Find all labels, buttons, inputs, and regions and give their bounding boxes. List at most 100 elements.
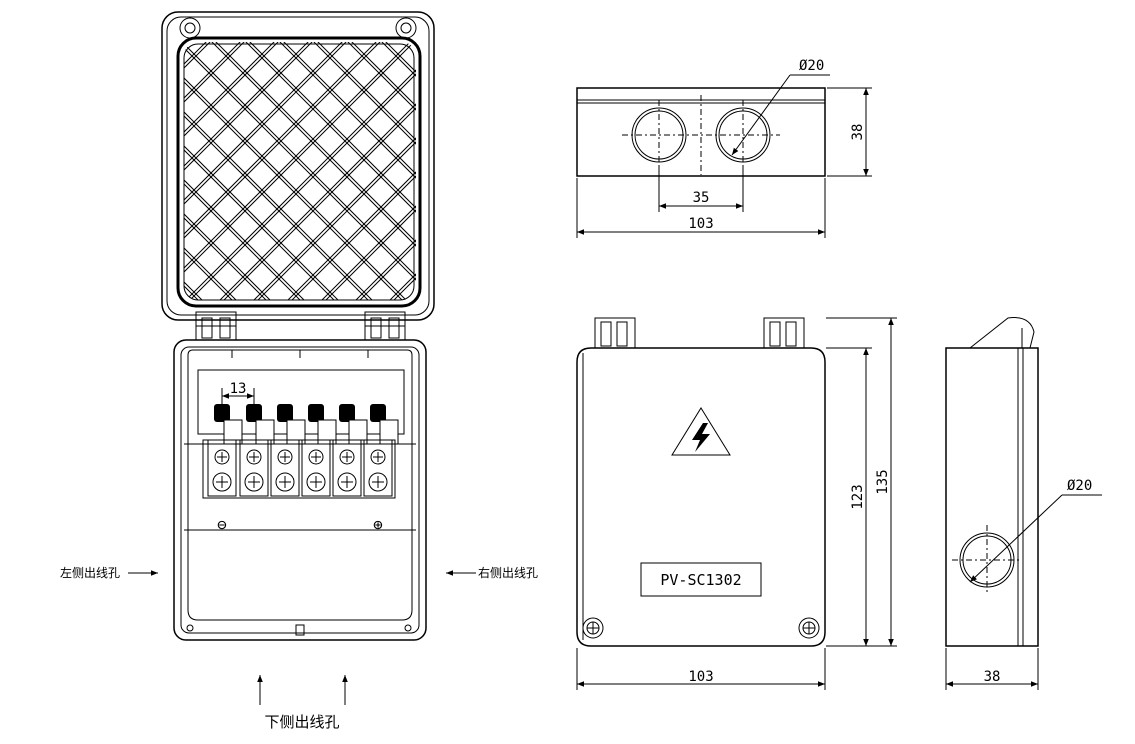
right-outlet-callout: 右侧出线孔 xyxy=(446,565,538,580)
front-inner-height-value: 123 xyxy=(850,484,866,509)
front-width-value: 103 xyxy=(688,669,713,685)
lid-hatch-line xyxy=(0,40,144,310)
terminal-screw-upper xyxy=(214,449,230,465)
terminal-screw-upper xyxy=(308,449,324,465)
lid-hatch-line xyxy=(0,40,38,310)
lid-hatch-line xyxy=(345,42,416,300)
lid-hatch-line xyxy=(184,42,213,300)
lid-hatch-line xyxy=(383,42,416,300)
lid-hatch-line xyxy=(550,40,820,310)
terminal-screw-lower xyxy=(275,472,295,492)
lid-hatch-line xyxy=(584,40,854,310)
lid-hatch-line xyxy=(184,42,413,300)
lid-hatch-line xyxy=(0,40,106,310)
lid-hatch-line xyxy=(184,42,277,300)
lid-hatch-line xyxy=(0,40,4,310)
lid-hatch-line xyxy=(213,42,416,300)
terminal-clip xyxy=(255,419,275,445)
lid-hatch-line xyxy=(656,40,926,310)
lid-hatch-line xyxy=(452,40,722,310)
top-height-value: 38 xyxy=(850,124,866,141)
top-spacing-value: 35 xyxy=(693,190,710,206)
lid-hatch-line xyxy=(277,42,416,300)
lid-hatch-line xyxy=(184,42,416,300)
lid-hatch-line xyxy=(482,40,752,310)
top-width-value: 103 xyxy=(688,216,713,232)
terminal-screw-lower xyxy=(368,472,388,492)
terminal-block xyxy=(202,404,399,499)
lid-hatch-line xyxy=(209,42,416,300)
left-outlet-label: 左侧出线孔 xyxy=(60,565,120,580)
terminal-clip xyxy=(223,419,243,445)
lid-hatch-line xyxy=(184,42,383,300)
lid-hatch-line xyxy=(0,40,72,310)
lid-hatch-line xyxy=(281,42,416,300)
lid-hatch-line xyxy=(413,42,416,300)
terminal-cap xyxy=(246,404,262,422)
lid-hatch-line xyxy=(0,40,38,310)
terminal-screw-lower xyxy=(244,472,264,492)
lid-hatch-line xyxy=(184,42,243,300)
hinge-right xyxy=(364,311,406,341)
lid-hatch-line xyxy=(349,42,416,300)
lid-hatch-line xyxy=(550,40,820,310)
side-view: Ø20 38 xyxy=(945,317,1102,690)
lid-hatch-line xyxy=(652,40,922,310)
lid-hatch-line xyxy=(311,42,416,300)
lid-hatch-line xyxy=(0,40,110,310)
lid-hatch-line xyxy=(184,42,247,300)
lid-hatch-line xyxy=(184,42,281,300)
lid-hatch-line xyxy=(418,40,688,310)
lid-hatch-line xyxy=(0,40,8,310)
lid-hatch-line xyxy=(0,40,140,310)
lid-hatch-line xyxy=(0,40,110,310)
lid-hatch-line xyxy=(622,40,892,310)
lid-hatch-line xyxy=(0,40,42,310)
model-label: PV-SC1302 xyxy=(660,571,741,589)
negative-symbol: ⊖ xyxy=(217,515,227,534)
right-outlet-label: 右侧出线孔 xyxy=(478,565,538,580)
lid-hatch-line xyxy=(486,40,756,310)
terminal-screw-lower xyxy=(212,472,232,492)
bottom-outlet-label: 下侧出线孔 xyxy=(264,713,339,731)
lid-hatch-line xyxy=(184,42,349,300)
lid-hatch-line xyxy=(0,40,8,310)
terminal-screw-upper xyxy=(277,449,293,465)
terminal-screw-lower xyxy=(337,472,357,492)
lid-hatch-line xyxy=(0,40,178,310)
lid xyxy=(0,11,956,341)
lid-hatch-line xyxy=(448,40,718,310)
terminal-clip xyxy=(286,419,306,445)
lid-hatch-line xyxy=(686,40,956,310)
lid-hatch-line xyxy=(184,42,416,300)
lid-hatch-line xyxy=(0,40,76,310)
lid-hatch-line xyxy=(482,40,752,310)
front-outer-height-value: 135 xyxy=(875,469,891,494)
terminal-screw-lower xyxy=(306,472,326,492)
positive-symbol: ⊕ xyxy=(373,515,383,534)
lid-hatch-line xyxy=(516,40,786,310)
lid-hatch-line xyxy=(622,40,892,310)
left-outlet-callout: 左侧出线孔 xyxy=(60,565,158,580)
side-depth-value: 38 xyxy=(984,669,1001,685)
terminal-cap xyxy=(214,404,230,422)
side-hole-diameter: Ø20 xyxy=(1067,478,1092,494)
lid-hatch-line xyxy=(0,40,72,310)
lid-hatch-line xyxy=(184,42,281,300)
lid-hatch-line xyxy=(0,40,106,310)
lid-hatch-line xyxy=(184,42,315,300)
lid-hatch-line xyxy=(520,40,790,310)
lid-hatch-line xyxy=(243,42,416,300)
terminal-screw-upper xyxy=(370,449,386,465)
terminal-rail xyxy=(202,439,396,499)
bottom-outlet-callout: 下侧出线孔 xyxy=(257,675,348,731)
lid-hatch-line xyxy=(281,42,416,300)
lid-hatch-line xyxy=(486,40,756,310)
lid-hatch-line xyxy=(652,40,922,310)
terminal-clip xyxy=(379,419,399,445)
lid-hatch-line xyxy=(315,42,416,300)
lid-hatch-line xyxy=(184,42,315,300)
lid-hatch-line xyxy=(0,40,174,310)
lid-hatch-line xyxy=(0,40,174,310)
lid-hatch-line xyxy=(184,42,311,300)
